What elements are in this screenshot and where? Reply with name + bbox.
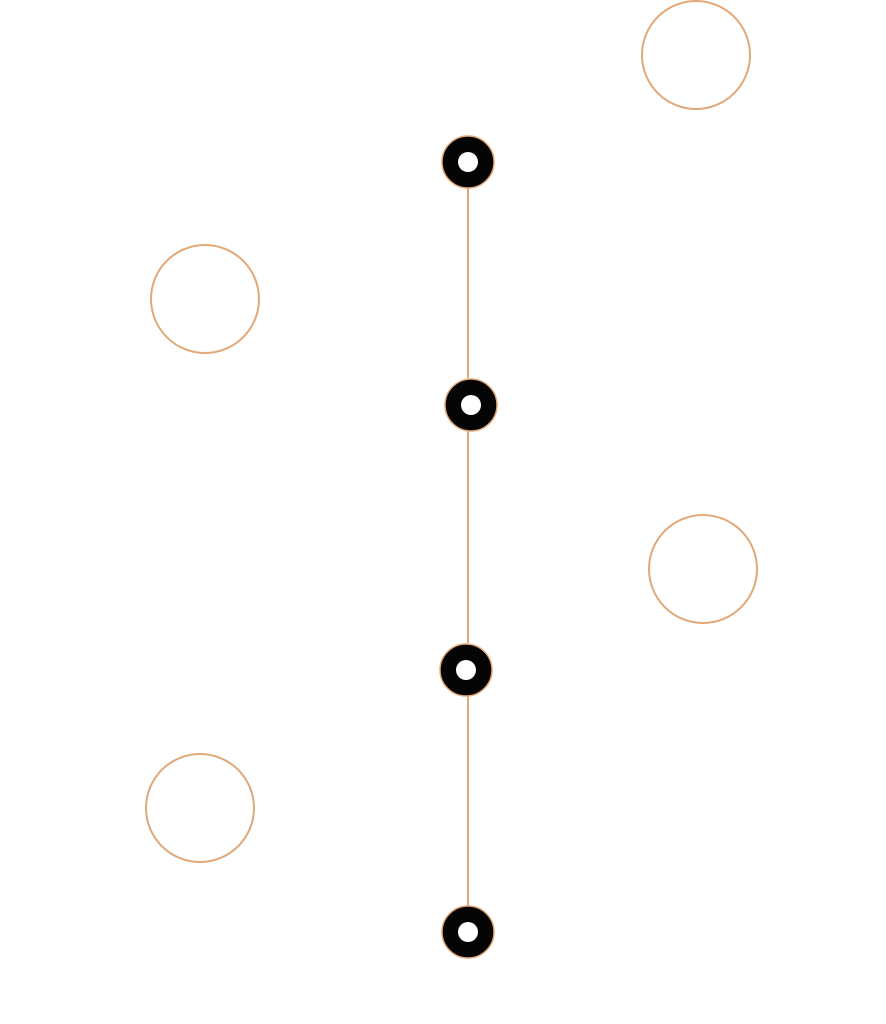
- node-hole: [458, 922, 478, 942]
- timeline-nodes: [439, 135, 498, 959]
- node-hole: [458, 152, 478, 172]
- side-circle-1: [641, 0, 751, 110]
- side-circle-2: [150, 244, 260, 354]
- timeline-node-2: [444, 378, 498, 432]
- timeline-node-4: [441, 905, 495, 959]
- side-circle-3: [648, 514, 758, 624]
- timeline-node-3: [439, 643, 493, 697]
- node-hole: [461, 395, 481, 415]
- side-circle-4: [145, 753, 255, 863]
- timeline-node-1: [441, 135, 495, 189]
- side-circles: [145, 0, 758, 863]
- node-hole: [456, 660, 476, 680]
